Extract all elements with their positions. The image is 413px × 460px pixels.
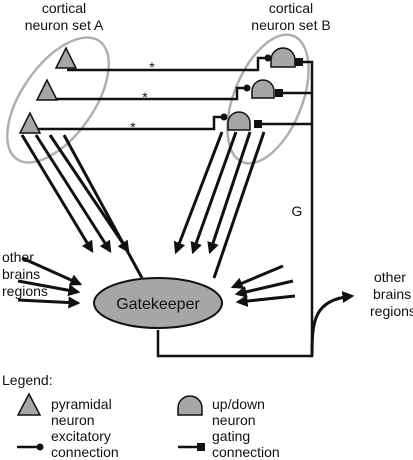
set-b-ellipse (226, 33, 310, 165)
legend-excitatory-line2: connection (51, 444, 119, 460)
set-b-title-line1: cortical (269, 0, 313, 16)
other-left-line2: brains (2, 266, 40, 282)
gatekeeper-node (93, 277, 223, 329)
output-right-arrow (310, 291, 355, 357)
other-left-line1: other (2, 249, 34, 265)
star-3: * (130, 119, 136, 135)
legend-excitatory-line1: excitatory (51, 428, 111, 444)
pyramidal-neuron-a3 (18, 111, 42, 134)
legend-gating-icon (178, 443, 205, 451)
axons-from-a (20, 134, 144, 279)
legend-updown-line2: neuron (212, 412, 256, 428)
legend-title: Legend: (2, 372, 53, 388)
legend-updown-line1: up/down (212, 396, 265, 412)
axons-from-b (173, 131, 266, 279)
legend-pyramidal-icon (16, 392, 42, 416)
star-2: * (142, 89, 148, 105)
updown-neuron-b2 (251, 79, 275, 99)
pyramidal-neuron-a2 (35, 78, 59, 101)
legend-excitatory-icon (17, 443, 44, 451)
other-right-line3: regions (370, 303, 413, 319)
other-right-line2: brains (373, 286, 411, 302)
updown-neuron-b3 (227, 111, 251, 131)
star-1: * (149, 59, 155, 75)
other-left-line3: regions (2, 283, 48, 299)
legend-gating-line2: connection (212, 444, 280, 460)
set-a-ellipse (6, 36, 110, 164)
pyramidal-neuron-a1 (54, 46, 78, 69)
g-label: G (292, 203, 303, 219)
a-to-b-projections (36, 54, 272, 131)
legend-pyramidal-line2: neuron (51, 412, 95, 428)
legend-gating-line1: gating (212, 428, 250, 444)
updown-neuron-b1 (270, 47, 296, 68)
gatekeeper-label: Gatekeeper (116, 296, 200, 313)
inputs-right (230, 264, 296, 307)
set-a-title-line1: cortical (42, 0, 86, 16)
set-a-title-line2: neuron set A (25, 17, 104, 33)
legend-pyramidal-line1: pyramidal (51, 396, 112, 412)
legend-updown-icon (177, 395, 203, 416)
set-b-title-line2: neuron set B (251, 17, 330, 33)
inputs-left (17, 256, 83, 309)
other-right-line1: other (374, 269, 406, 285)
